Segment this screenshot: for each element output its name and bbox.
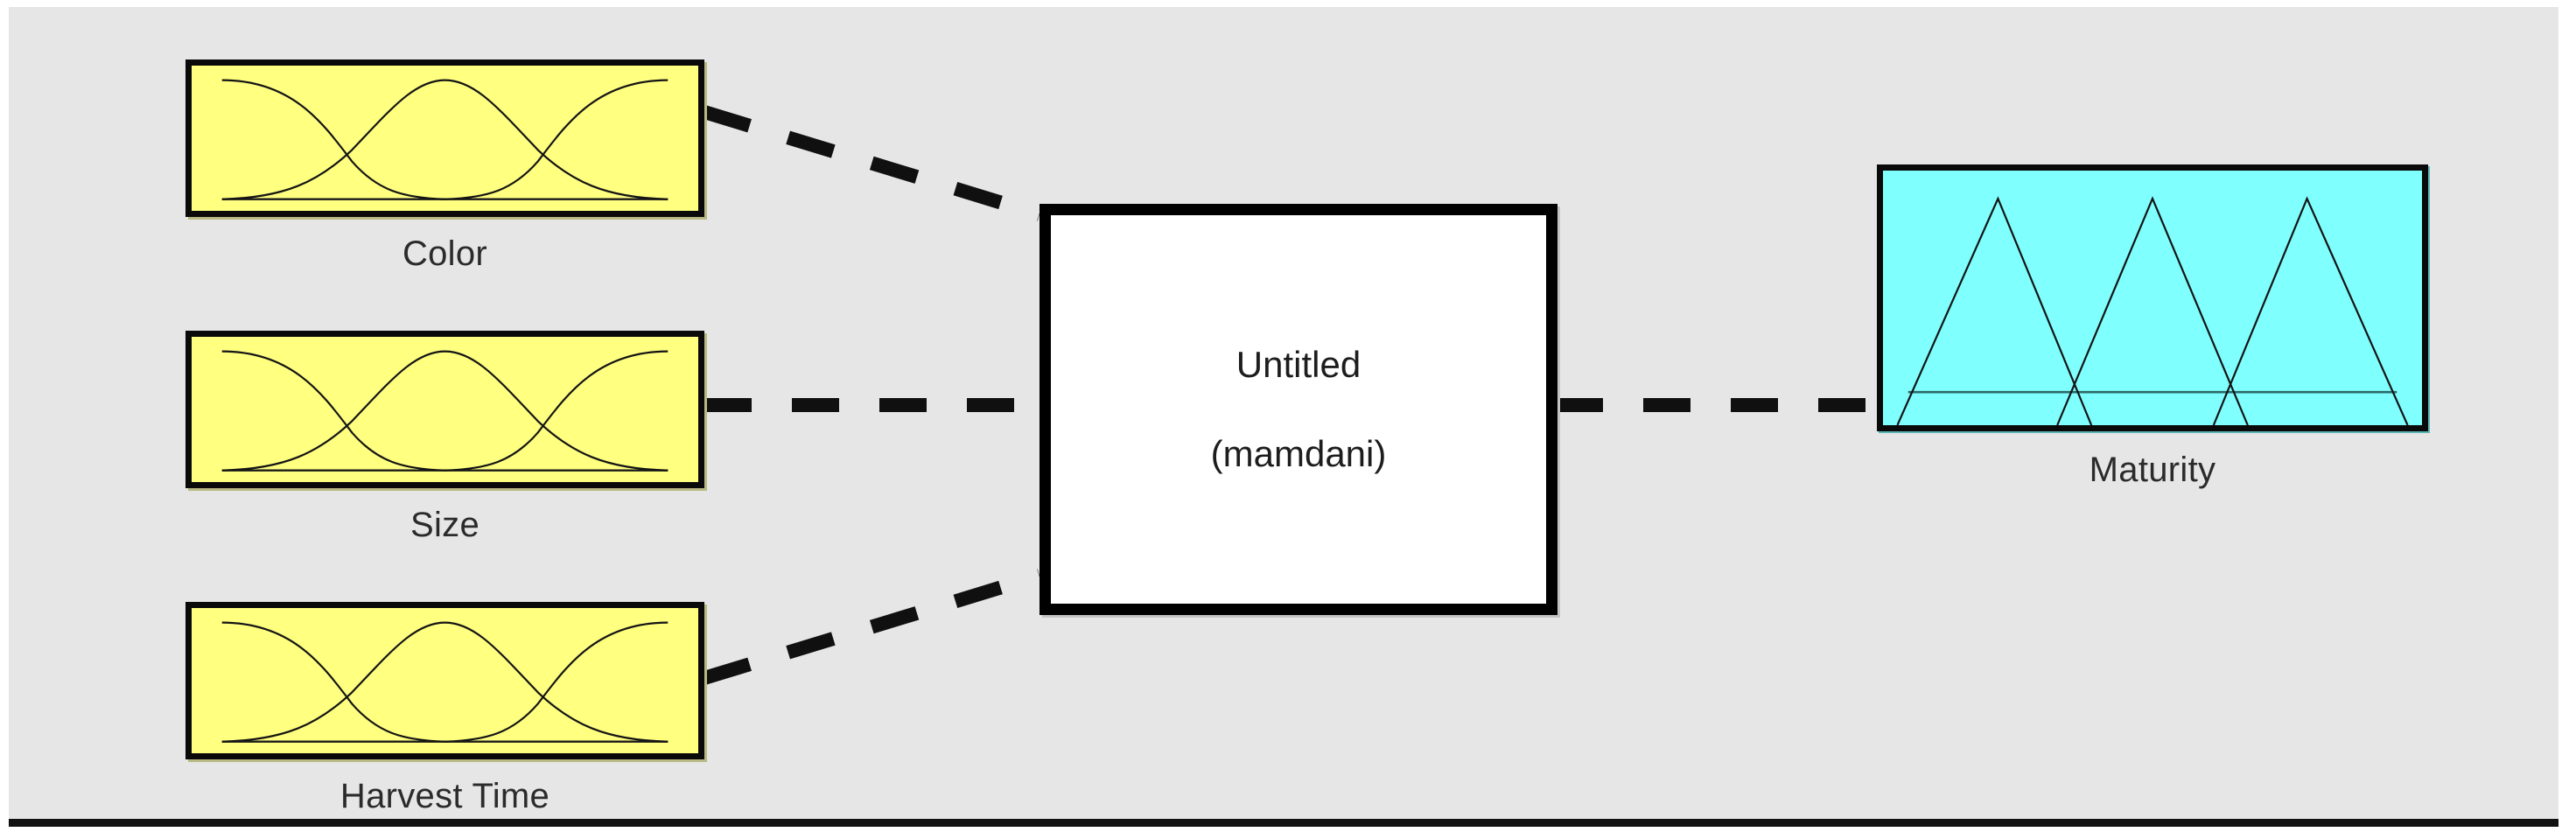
input-box-harvest-time[interactable] bbox=[186, 602, 704, 759]
input-box-size[interactable] bbox=[186, 331, 704, 488]
output-node-maturity[interactable]: Maturity bbox=[1877, 164, 2428, 489]
output-label-maturity: Maturity bbox=[2089, 451, 2216, 489]
system-node[interactable]: Untitled (mamdani) bbox=[1040, 204, 1558, 615]
membership-function-plot-harvest-time bbox=[192, 608, 698, 753]
input-node-harvest-time[interactable]: Harvest Time bbox=[186, 602, 704, 815]
connector-size-to-system bbox=[704, 398, 1044, 412]
input-node-size[interactable]: Size bbox=[186, 331, 704, 544]
system-type: (mamdani) bbox=[1210, 433, 1387, 474]
membership-function-plot-maturity bbox=[1883, 171, 2422, 425]
fis-diagram-canvas: Color Size Harvest Time Untitle bbox=[9, 7, 2558, 819]
system-box[interactable]: Untitled (mamdani) bbox=[1040, 204, 1558, 615]
connector-color-to-system bbox=[702, 105, 1042, 221]
membership-function-plot-color bbox=[192, 66, 698, 211]
output-box-maturity[interactable] bbox=[1877, 164, 2428, 431]
membership-function-plot-size bbox=[192, 337, 698, 482]
connector-system-to-maturity bbox=[1556, 398, 1884, 412]
system-title: Untitled bbox=[1236, 344, 1362, 385]
input-box-color[interactable] bbox=[186, 59, 704, 217]
canvas-bottom-rule bbox=[9, 819, 2558, 827]
input-node-color[interactable]: Color bbox=[186, 59, 704, 273]
input-label-size: Size bbox=[410, 506, 480, 544]
input-label-harvest-time: Harvest Time bbox=[340, 777, 550, 815]
input-label-color: Color bbox=[402, 234, 488, 273]
